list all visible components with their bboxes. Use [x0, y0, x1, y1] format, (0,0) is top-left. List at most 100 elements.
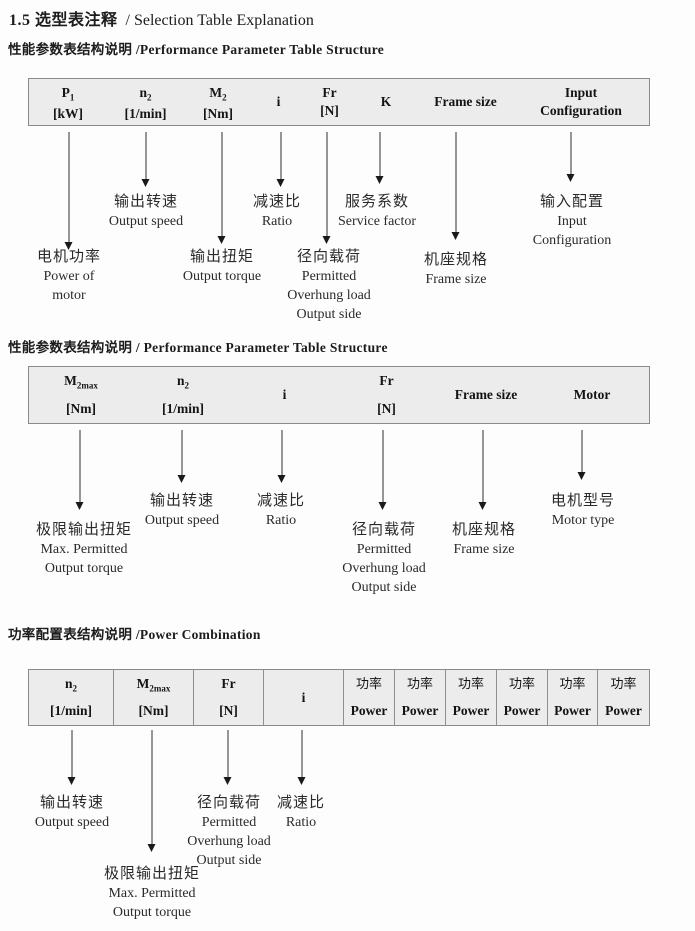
col-name: n — [139, 85, 147, 100]
callout-motor-power: 电机功率 Power of motor — [37, 247, 101, 305]
arrow-ratio — [297, 730, 307, 785]
col-sub: 2 — [222, 92, 227, 103]
callout-en: Frame size — [425, 272, 487, 287]
callout-en: Motor type — [551, 513, 615, 528]
callout-output-speed: 输出转速 Output speed — [35, 793, 109, 832]
arrow-m2max — [147, 730, 157, 852]
col-symbol: n2 — [65, 676, 77, 697]
col-unit: [N] — [377, 401, 396, 416]
col-symbol: M2max — [64, 373, 98, 394]
callout-en: Output speed — [34, 815, 110, 830]
col-unit: Configuration — [540, 103, 622, 118]
col-name: M — [136, 676, 150, 691]
col-n2: n2 [1/min] — [29, 670, 114, 725]
callout-cn: 输出转速 — [39, 794, 105, 811]
arrow-n2 — [67, 730, 77, 785]
col-unit: [kW] — [53, 105, 83, 121]
col-sub: 1 — [69, 92, 75, 103]
callout-service-factor: 服务系数 Service factor — [338, 192, 416, 231]
col-symbol: 功率 — [610, 676, 637, 691]
callout-input-configuration: 输入配置 Input Configuration — [533, 192, 612, 250]
callout-output-speed: 输出转速 Output speed — [145, 491, 219, 530]
callout-en: Permitted Overhung load Output side — [342, 542, 426, 595]
col-symbol: i — [282, 387, 287, 402]
arrow-fr — [378, 430, 388, 510]
col-power-6: 功率 Power — [598, 670, 649, 725]
arrow-ratio — [276, 132, 286, 187]
col-p1: P1 [kW] — [29, 79, 107, 125]
col-unit: [N] — [320, 103, 339, 118]
callout-cn: 输出转速 — [149, 492, 215, 509]
col-m2max: M2max [Nm] — [29, 367, 133, 423]
callout-en: Ratio — [285, 815, 317, 830]
callout-ratio: 减速比 Ratio — [253, 192, 301, 231]
page-title-en: / Selection Table Explanation — [125, 12, 314, 29]
col-unit: [Nm] — [138, 703, 169, 718]
col-fr: Fr [N] — [336, 367, 437, 423]
arrow-p1 — [64, 132, 74, 250]
col-n2: n2 [1/min] — [107, 79, 184, 125]
callout-en: Frame size — [453, 542, 515, 557]
arrow-m2 — [217, 132, 227, 244]
callout-en: Input Configuration — [532, 214, 612, 248]
callout-output-torque: 输出扭矩 Output torque — [183, 247, 261, 286]
col-symbol: 功率 — [457, 676, 484, 691]
col-m2: M2 [Nm] — [184, 79, 252, 125]
section3-table-header: n2 [1/min] M2max [Nm] Fr [N] i 功率 Power … — [28, 669, 650, 726]
col-fr: Fr [N] — [194, 670, 264, 725]
col-symbol: M2 — [209, 85, 226, 106]
callout-cn: 径向载荷 — [296, 248, 361, 265]
col-unit: [N] — [219, 703, 238, 718]
callout-motor-type: 电机型号 Motor type — [551, 491, 615, 530]
callout-ratio: 减速比 Ratio — [257, 491, 305, 530]
callout-cn: 减速比 — [256, 492, 306, 509]
col-power-4: 功率 Power — [497, 670, 548, 725]
callout-en: Ratio — [265, 513, 297, 528]
col-unit: Power — [350, 703, 388, 718]
col-name: n — [176, 373, 185, 388]
callout-en: Permitted Overhung load Output side — [187, 815, 271, 868]
callout-ratio: 减速比 Ratio — [277, 793, 325, 832]
col-symbol: i — [276, 94, 281, 109]
col-symbol: 功率 — [406, 676, 433, 691]
callout-en: Power of motor — [43, 269, 95, 303]
arrow-fr — [223, 730, 233, 785]
col-ratio: i — [233, 367, 336, 423]
col-frame-size: Frame size — [437, 367, 535, 423]
col-name: M — [209, 85, 223, 100]
col-unit: Power — [452, 703, 490, 718]
arrow-fr — [322, 132, 332, 244]
callout-overhung-load: 径向载荷 Permitted Overhung load Output side — [287, 247, 371, 324]
col-sub: 2max — [149, 683, 171, 694]
arrow-motor — [577, 430, 587, 480]
col-sub: 2 — [72, 683, 78, 694]
callout-en: Output speed — [144, 513, 220, 528]
callout-cn: 径向载荷 — [196, 794, 261, 811]
callout-cn: 极限输出扭矩 — [103, 865, 201, 882]
col-unit: [1/min] — [124, 105, 167, 121]
col-name: P — [61, 85, 70, 100]
col-symbol: n2 — [139, 85, 151, 106]
callout-cn: 减速比 — [252, 193, 302, 210]
callout-cn: 电机型号 — [550, 492, 616, 509]
col-symbol: Input — [564, 85, 598, 100]
callout-en: Permitted Overhung load Output side — [287, 269, 371, 322]
arrow-ratio — [277, 430, 287, 483]
col-symbol: n2 — [177, 373, 189, 394]
col-unit: [1/min] — [162, 401, 204, 416]
col-power-3: 功率 Power — [446, 670, 497, 725]
callout-cn: 服务系数 — [344, 193, 409, 210]
col-symbol: Frame size — [454, 387, 518, 402]
arrow-n2 — [177, 430, 187, 483]
col-symbol: Frame size — [434, 94, 497, 109]
callout-cn: 机座规格 — [423, 251, 489, 268]
section2-heading: 性能参数表结构说明 / Performance Parameter Table … — [8, 340, 388, 355]
col-motor: Motor — [535, 367, 649, 423]
arrow-input-configuration — [566, 132, 576, 182]
callout-overhung-load: 径向载荷 Permitted Overhung load Output side — [342, 520, 426, 597]
callout-en: Max. Permitted Output torque — [108, 886, 196, 920]
arrow-m2max — [75, 430, 85, 510]
col-symbol: Fr — [322, 85, 337, 100]
callout-cn: 输入配置 — [539, 193, 605, 210]
